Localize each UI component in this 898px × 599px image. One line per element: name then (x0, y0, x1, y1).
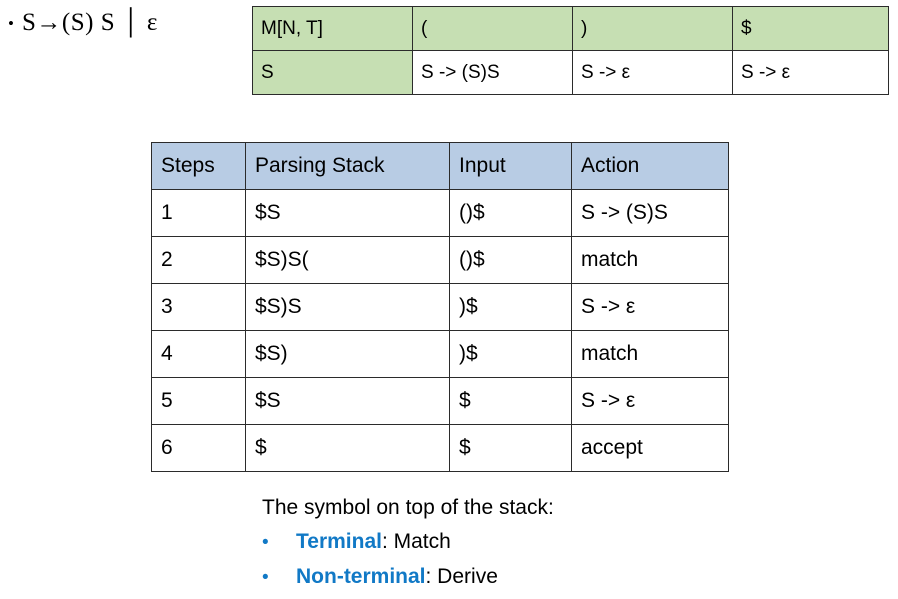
notes-title: The symbol on top of the stack: (262, 496, 554, 519)
trace-cell-step: 5 (151, 377, 246, 425)
trace-cell-action: match (571, 330, 729, 378)
table-row: 5 $S $ S -> ε (151, 377, 729, 425)
grammar-production-line: • S→(S) S │ ε (8, 6, 158, 41)
trace-cell-action: match (571, 236, 729, 284)
table-row: 3 $S)S )$ S -> ε (151, 283, 729, 331)
trace-cell-step: 3 (151, 283, 246, 331)
trace-cell-action-accept: accept (571, 424, 729, 472)
trace-cell-stack: $ (245, 424, 450, 472)
trace-cell-input: ()$ (449, 236, 572, 284)
parse-table-cell-s-dollar: S -> ε (732, 50, 889, 95)
trace-cell-action: S -> ε (571, 283, 729, 331)
parse-table-header-dollar: $ (732, 6, 889, 51)
trace-cell-stack: $S (245, 377, 450, 425)
trace-header-parsing-stack: Parsing Stack (245, 142, 450, 190)
table-row: 1 $S ()$ S -> (S)S (151, 189, 729, 237)
note-rest-nonterminal: : Derive (425, 565, 498, 588)
parse-table-row: S S -> (S)S S -> ε S -> ε (252, 50, 889, 95)
list-item: • Non-terminal: Derive (262, 561, 554, 593)
trace-cell-stack: $S)S( (245, 236, 450, 284)
table-row: 4 $S) )$ match (151, 330, 729, 378)
trace-cell-step: 1 (151, 189, 246, 237)
trace-cell-input: $ (449, 424, 572, 472)
parsing-trace-table: Steps Parsing Stack Input Action 1 $S ()… (151, 142, 729, 472)
trace-cell-step: 4 (151, 330, 246, 378)
trace-cell-input: )$ (449, 330, 572, 378)
note-term-terminal: Terminal (296, 530, 382, 553)
trace-cell-input: ()$ (449, 189, 572, 237)
grammar-production-text: S→(S) S │ ε (22, 9, 158, 36)
notes-list: • Terminal: Match • Non-terminal: Derive (262, 526, 554, 593)
trace-cell-action: S -> (S)S (571, 189, 729, 237)
parse-table-cell-s-lparen: S -> (S)S (412, 50, 573, 95)
trace-cell-action: S -> ε (571, 377, 729, 425)
trace-header-input: Input (449, 142, 572, 190)
table-row: 6 $ $ accept (151, 424, 729, 472)
note-rest-terminal: : Match (381, 530, 451, 553)
stack-top-notes: The symbol on top of the stack: • Termina… (262, 492, 554, 596)
trace-cell-stack: $S (245, 189, 450, 237)
note-bullet-icon: • (262, 567, 269, 588)
trace-cell-step: 6 (151, 424, 246, 472)
ll1-parse-table: M[N, T] ( ) $ S S -> (S)S S -> ε S -> ε (252, 6, 889, 95)
trace-cell-step: 2 (151, 236, 246, 284)
parse-table-header-lparen: ( (412, 6, 573, 51)
grammar-bullet-icon: • (8, 14, 14, 34)
parse-table-nonterminal-s: S (252, 50, 413, 95)
trace-table-header-row: Steps Parsing Stack Input Action (151, 142, 729, 190)
parse-table-cell-s-rparen: S -> ε (572, 50, 733, 95)
note-term-nonterminal: Non-terminal (296, 565, 426, 588)
trace-cell-stack: $S) (245, 330, 450, 378)
trace-cell-stack: $S)S (245, 283, 450, 331)
parse-table-header-corner: M[N, T] (252, 6, 413, 51)
trace-cell-input: )$ (449, 283, 572, 331)
note-bullet-icon: • (262, 532, 269, 553)
parse-table-header-rparen: ) (572, 6, 733, 51)
list-item: • Terminal: Match (262, 526, 554, 558)
trace-cell-input: $ (449, 377, 572, 425)
trace-header-action: Action (571, 142, 729, 190)
parse-table-header-row: M[N, T] ( ) $ (252, 6, 889, 51)
table-row: 2 $S)S( ()$ match (151, 236, 729, 284)
trace-header-steps: Steps (151, 142, 246, 190)
trace-table-body: 1 $S ()$ S -> (S)S 2 $S)S( ()$ match 3 $… (151, 189, 729, 472)
